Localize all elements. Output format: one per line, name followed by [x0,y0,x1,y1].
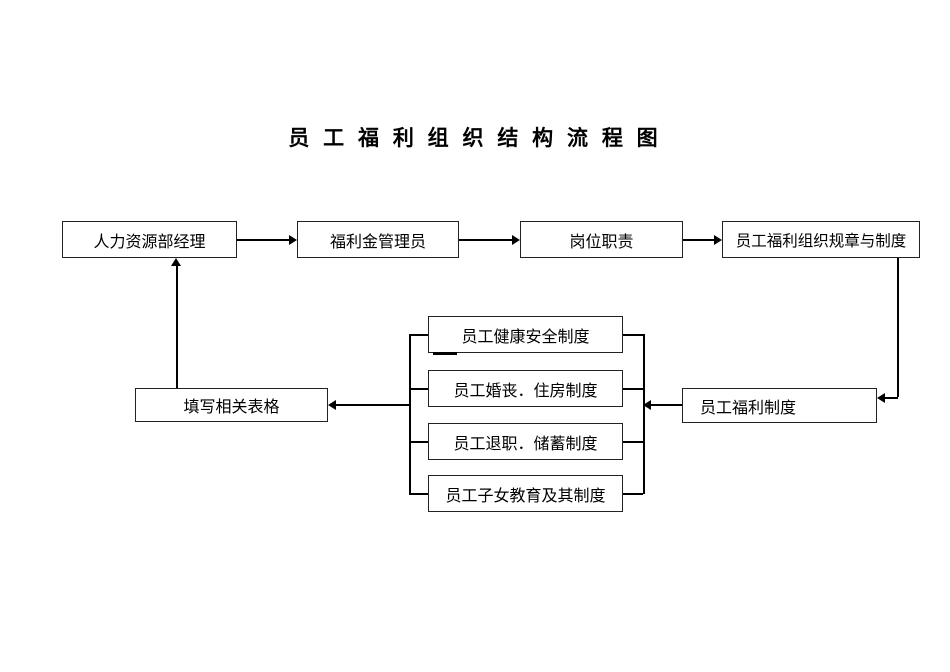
arrowhead-left-icon [877,393,885,403]
group-left-stub [409,334,428,336]
node-hr-manager: 人力资源部经理 [62,221,237,258]
edge-fund-to-job-line [459,239,512,241]
group-left-stub [409,441,428,443]
node-children-education: 员工子女教育及其制度 [428,475,623,512]
group-right-bracket [643,334,645,494]
edge-rules-to-welfare-hline [885,397,898,399]
edge-forms-to-hr-line [176,266,178,388]
group-right-stub [623,388,643,390]
node-marriage-housing: 员工婚丧．住房制度 [428,370,623,407]
node-org-rules: 员工福利组织规章与制度 [722,221,920,258]
node-fill-forms: 填写相关表格 [135,388,328,422]
group-left-stub [409,493,428,495]
group-right-stub [623,493,643,495]
group-left-bracket [409,334,411,494]
node-health-safety: 员工健康安全制度 [428,316,623,353]
arrowhead-right-icon [714,235,722,245]
group-right-stub [623,334,643,336]
group-left-stub [409,388,428,390]
arrowhead-right-icon [289,235,297,245]
edge-welfare-to-group-line [651,404,682,406]
arrowhead-right-icon [512,235,520,245]
edge-job-to-rules-line [683,239,714,241]
group-right-stub [623,441,643,443]
arrowhead-left-icon [643,400,651,410]
stray-underline-mark [433,352,457,355]
arrowhead-up-icon [171,258,181,266]
node-job-duties: 岗位职责 [520,221,683,258]
node-retirement-savings: 员工退职．储蓄制度 [428,423,623,460]
edge-group-to-forms-line [336,404,409,406]
edge-rules-to-welfare-vline [897,258,899,397]
node-fund-admin: 福利金管理员 [297,221,459,258]
arrowhead-left-icon [328,400,336,410]
node-welfare-system: 员工福利制度 [682,388,877,423]
edge-hr-to-fund-line [237,239,290,241]
page-title: 员 工 福 利 组 织 结 构 流 程 图 [288,127,662,150]
